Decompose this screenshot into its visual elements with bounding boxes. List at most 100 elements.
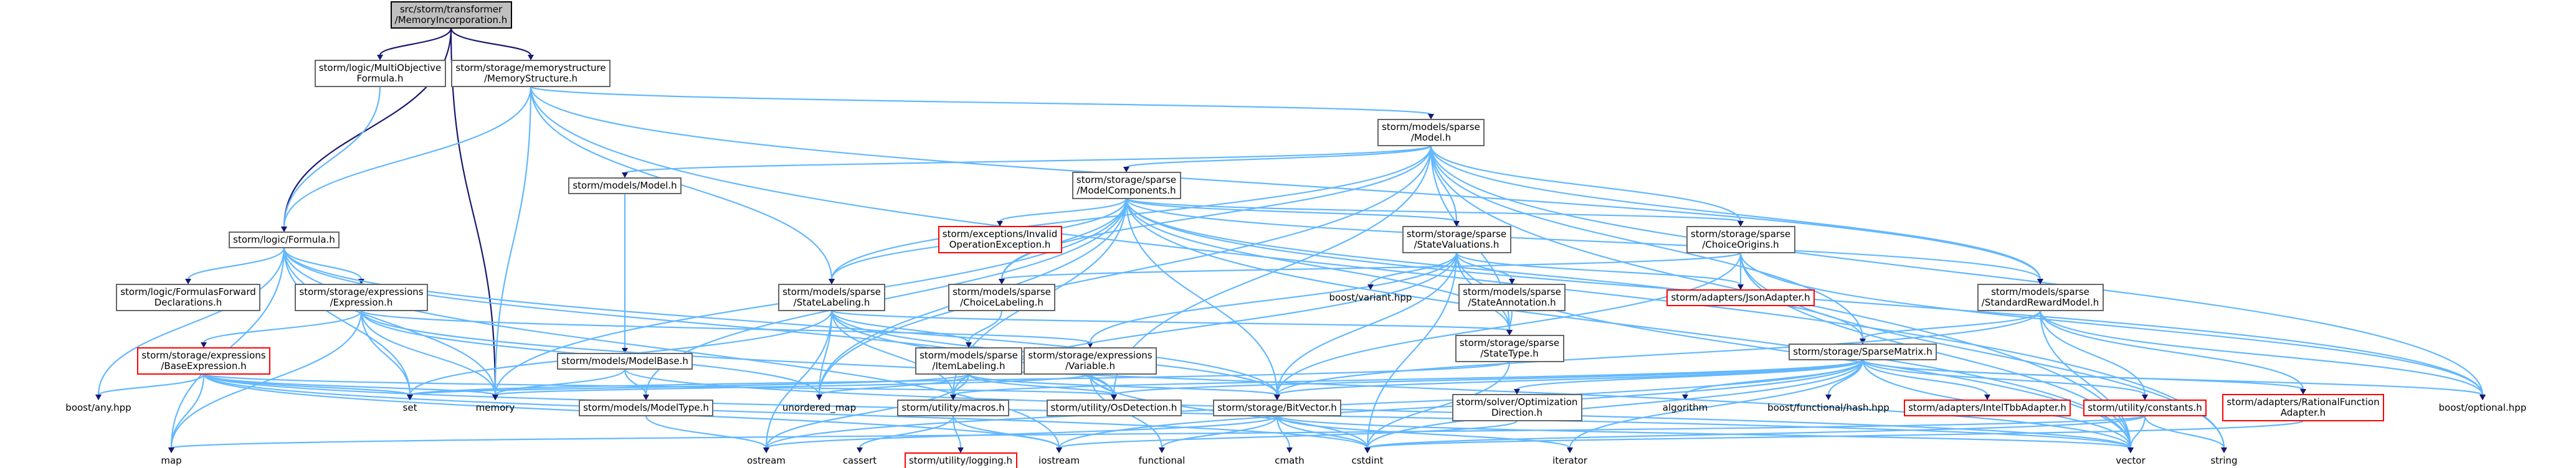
node-label: Adapter.h bbox=[2281, 407, 2326, 418]
node-cassert: cassert bbox=[843, 455, 877, 466]
node-label: cmath bbox=[1275, 455, 1304, 466]
node-choiceorigins[interactable]: storm/storage/sparse/ChoiceOrigins.h bbox=[1686, 226, 1795, 253]
edge-sparsematrix-to-osdetect bbox=[1113, 358, 1864, 396]
node-baseexpr[interactable]: storm/storage/expressions/BaseExpression… bbox=[137, 347, 270, 375]
node-osdetect[interactable]: storm/utility/OsDetection.h bbox=[1047, 400, 1182, 416]
edge-statevals-to-variable bbox=[1089, 252, 1458, 344]
edge-sparsematrix-to-bitvector bbox=[1276, 358, 1864, 396]
edge-choicelabel-to-itemlabel bbox=[967, 310, 1003, 344]
arrowhead-cmath bbox=[1286, 447, 1293, 453]
node-statelabel[interactable]: storm/models/sparse/StateLabeling.h bbox=[778, 284, 885, 311]
node-label: storm/models/ModelBase.h bbox=[561, 355, 688, 367]
node-modeltype[interactable]: storm/models/ModelType.h bbox=[579, 400, 713, 416]
node-modelbase[interactable]: storm/models/ModelBase.h bbox=[557, 353, 693, 370]
node-label: storm/logic/Formula.h bbox=[233, 234, 335, 245]
node-modelcomp[interactable]: storm/storage/sparse/ModelComponents.h bbox=[1072, 172, 1181, 199]
arrowhead-vector bbox=[2127, 447, 2134, 453]
node-statetype[interactable]: storm/storage/sparse/StateType.h bbox=[1455, 335, 1564, 362]
edge-bitvector-to-ostream bbox=[765, 414, 1278, 449]
node-unorderedmap: unordered_map bbox=[782, 402, 856, 414]
edge-expression-to-memory bbox=[360, 310, 497, 396]
node-label: /StateAnnotation.h bbox=[1468, 297, 1556, 308]
node-label: vector bbox=[2116, 455, 2146, 466]
node-label: map bbox=[161, 455, 181, 466]
arrowhead-statelabel bbox=[829, 279, 835, 284]
node-modelsmodel[interactable]: storm/models/Model.h bbox=[568, 177, 682, 194]
node-box bbox=[1686, 226, 1795, 253]
node-bitvector[interactable]: storm/storage/BitVector.h bbox=[1213, 400, 1341, 416]
node-label: algorithm bbox=[1663, 402, 1708, 413]
arrowhead-jsonadapter bbox=[1737, 284, 1744, 290]
edge-constants-to-map bbox=[170, 414, 2146, 449]
node-memstruct[interactable]: storm/storage/memorystructure/MemoryStru… bbox=[451, 60, 611, 87]
node-label: iterator bbox=[1552, 455, 1588, 466]
node-choicelabel[interactable]: storm/models/sparse/ChoiceLabeling.h bbox=[948, 284, 1055, 311]
arrowhead-set bbox=[407, 395, 413, 400]
node-root[interactable]: src/storm/transformer/MemoryIncorporatio… bbox=[391, 1, 512, 29]
node-variant: boost/variant.hpp bbox=[1329, 292, 1412, 303]
node-itemlabel[interactable]: storm/models/sparse/ItemLabeling.h bbox=[915, 347, 1022, 375]
node-label: storm/models/sparse bbox=[1382, 121, 1480, 133]
node-label: storm/storage/sparse bbox=[1077, 174, 1176, 185]
node-box bbox=[1047, 400, 1182, 416]
node-inteltbb[interactable]: storm/adapters/IntelTbbAdapter.h bbox=[1904, 400, 2071, 416]
arrowhead-statetype bbox=[1506, 330, 1513, 335]
node-label: storm/storage/expressions bbox=[299, 286, 423, 297]
node-label: ostream bbox=[747, 455, 786, 466]
node-box bbox=[451, 60, 611, 87]
edge-modelcomp-to-choicelabel bbox=[1000, 198, 1128, 280]
node-expression[interactable]: storm/storage/expressions/Expression.h bbox=[295, 284, 428, 311]
node-constants[interactable]: storm/utility/constants.h bbox=[2083, 400, 2207, 416]
node-anyhpp: boost/any.hpp bbox=[65, 402, 131, 413]
arrowhead-modeltype bbox=[643, 395, 649, 400]
node-sparsematrix[interactable]: storm/storage/SparseMatrix.h bbox=[1789, 344, 1937, 360]
node-label: functional bbox=[1139, 455, 1186, 466]
arrowhead-variant bbox=[1367, 284, 1374, 290]
arrowhead-osdetect bbox=[1111, 395, 1117, 400]
edge-baseexpr-to-anyhpp bbox=[97, 373, 205, 396]
node-macros[interactable]: storm/utility/macros.h bbox=[897, 400, 1009, 416]
node-box bbox=[1072, 172, 1181, 199]
edge-formula-to-memory bbox=[283, 247, 497, 396]
node-logging[interactable]: storm/utility/logging.h bbox=[905, 452, 1017, 468]
arrowhead-choiceorigins bbox=[1737, 221, 1744, 227]
edge-modelcomp-to-stdreward bbox=[1125, 198, 2041, 280]
node-label: /BaseExpression.h bbox=[161, 360, 246, 372]
node-label: storm/logic/FormulasForward bbox=[120, 286, 256, 297]
edge-modelcomp-to-choiceorigins bbox=[1125, 197, 1742, 223]
node-jsonadapter[interactable]: storm/adapters/JsonAdapter.h bbox=[1666, 289, 1815, 306]
node-sparsemodel[interactable]: storm/models/sparse/Model.h bbox=[1377, 119, 1485, 146]
arrowhead-optdir bbox=[1514, 389, 1520, 395]
arrowhead-inteltbb bbox=[1984, 395, 1990, 400]
node-fwddecl[interactable]: storm/logic/FormulasForwardDeclarations.… bbox=[116, 284, 260, 311]
node-iterator: iterator bbox=[1552, 455, 1588, 466]
arrowhead-cassert bbox=[857, 447, 863, 453]
node-box bbox=[905, 452, 1017, 468]
edge-formula-to-expression bbox=[283, 247, 363, 280]
edge-itemlabel-to-bitvector bbox=[967, 373, 1278, 396]
edge-constants-to-vector bbox=[2129, 415, 2146, 449]
node-stdreward[interactable]: storm/models/sparse/StandardRewardModel.… bbox=[1977, 284, 2104, 311]
node-map: map bbox=[161, 455, 181, 466]
edge-expression-to-vector bbox=[360, 310, 2132, 449]
node-memory: memory bbox=[476, 402, 515, 413]
node-statevals[interactable]: storm/storage/sparse/StateValuations.h bbox=[1402, 226, 1511, 253]
edge-modeltype-to-ostream bbox=[645, 415, 768, 449]
edge-itemlabel-to-set bbox=[409, 373, 970, 396]
edge-statevals-to-variant bbox=[1369, 252, 1458, 286]
node-label: storm/models/sparse bbox=[1463, 286, 1561, 297]
node-formula[interactable]: storm/logic/Formula.h bbox=[229, 232, 340, 248]
node-label: OperationException.h bbox=[949, 239, 1051, 250]
node-invalidop[interactable]: storm/exceptions/InvalidOperationExcepti… bbox=[938, 226, 1062, 253]
edge-baseexpr-to-cstdint bbox=[202, 373, 1369, 449]
node-stateannot[interactable]: storm/models/sparse/StateAnnotation.h bbox=[1458, 284, 1566, 311]
node-variable[interactable]: storm/storage/expressions/Variable.h bbox=[1024, 347, 1157, 375]
node-label: memory bbox=[476, 402, 515, 413]
arrowhead-modelbase bbox=[622, 348, 628, 353]
node-box bbox=[1213, 400, 1341, 416]
edge-formula-to-bitvector bbox=[283, 247, 1278, 396]
arrowhead-mof bbox=[377, 55, 383, 60]
